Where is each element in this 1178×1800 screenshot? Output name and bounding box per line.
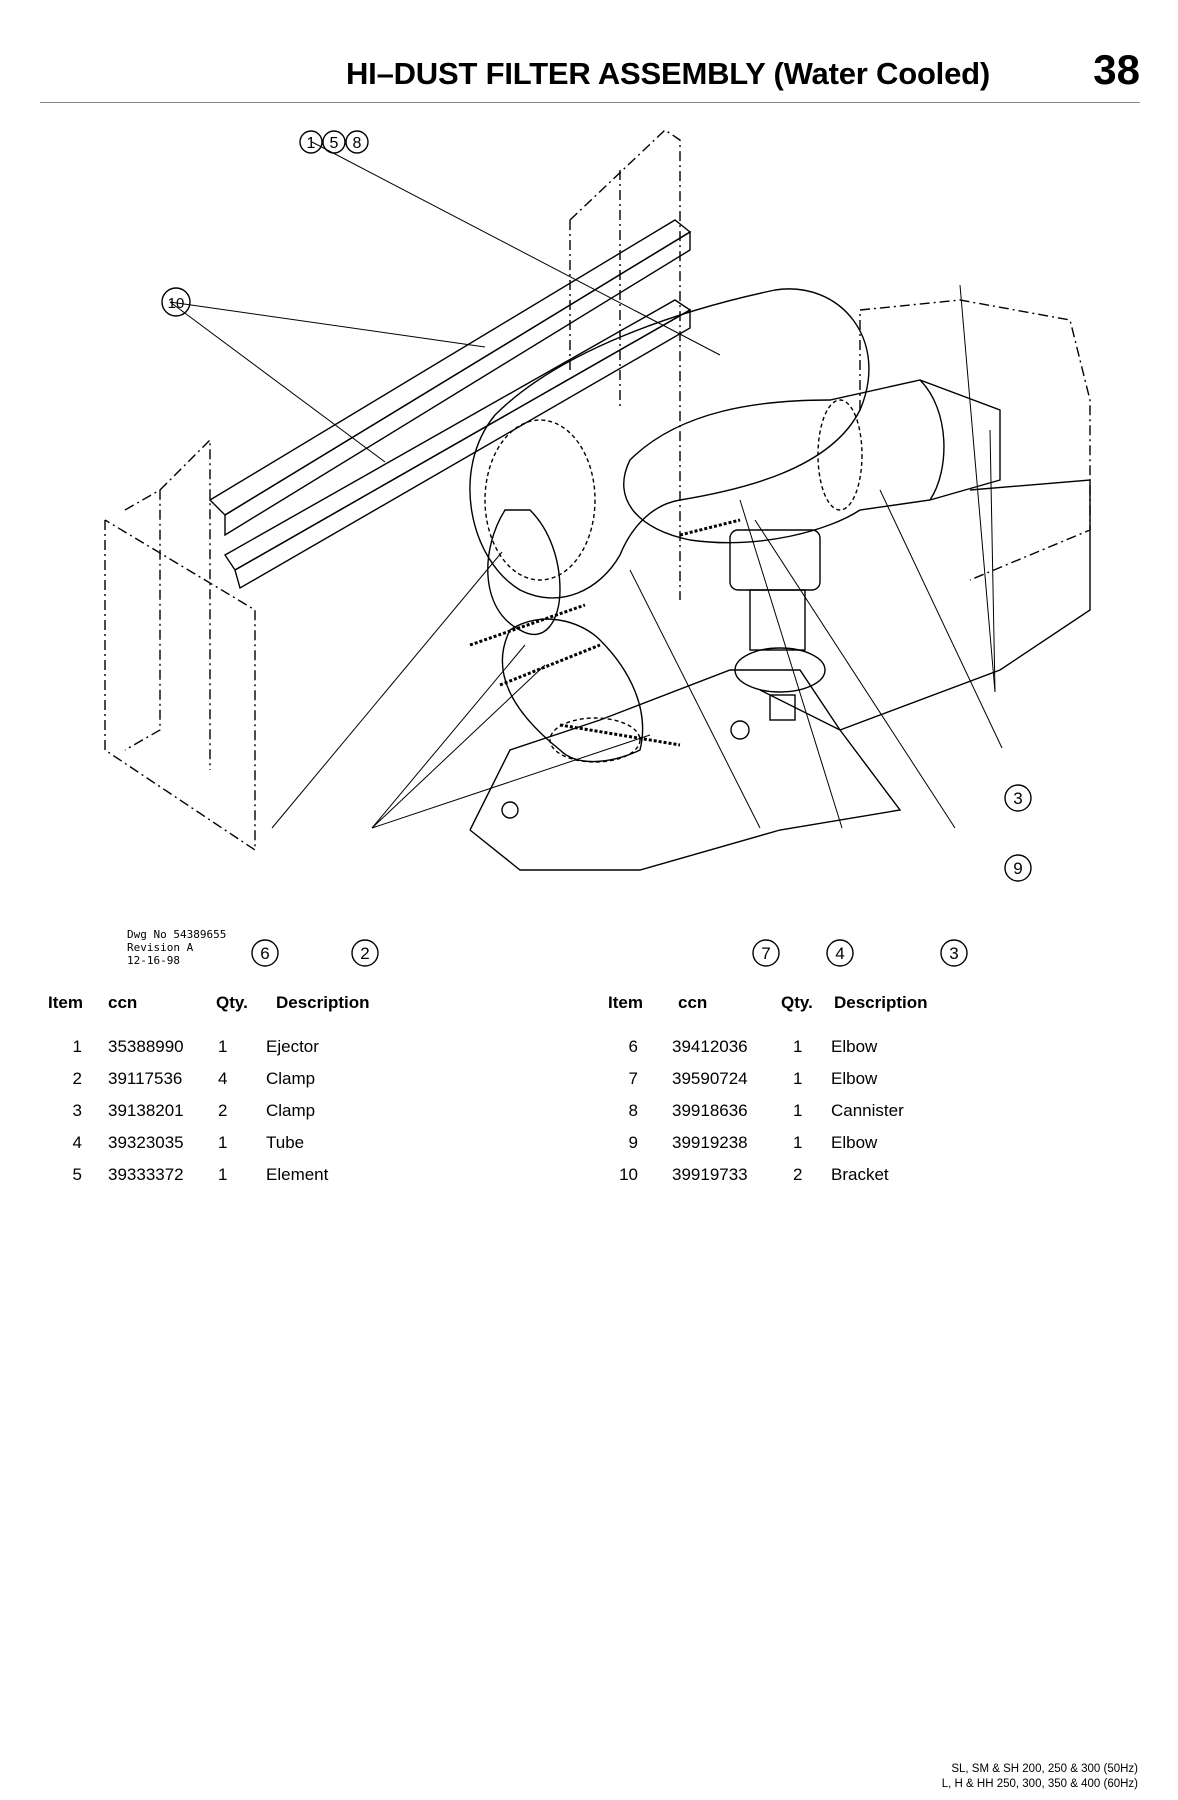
callout-10: 10	[161, 287, 191, 317]
canister	[469, 288, 870, 599]
svg-text:1: 1	[307, 135, 316, 152]
header-qty: Qty.	[216, 993, 248, 1012]
svg-text:6: 6	[260, 944, 269, 963]
callout-1: 1	[299, 130, 323, 154]
callout-5: 5	[322, 130, 346, 154]
header-ccn: ccn	[678, 993, 708, 1012]
right-elbow	[623, 379, 1001, 544]
callout-6: 6	[251, 939, 279, 967]
callout-7: 7	[752, 939, 780, 967]
page-footer: SL, SM & SH 200, 250 & 300 (50Hz) L, H &…	[942, 1762, 1138, 1792]
drawing-date: 12-16-98	[127, 954, 180, 967]
svg-text:9: 9	[1013, 859, 1022, 878]
drawing-revision: Revision A	[127, 941, 194, 954]
callout-2: 2	[351, 939, 379, 967]
svg-text:10: 10	[168, 295, 185, 312]
drawing-number: Dwg No 54389655	[127, 928, 227, 941]
svg-text:3: 3	[949, 944, 958, 963]
table-header: Item ccn Qty. Description	[40, 993, 560, 1037]
svg-text:2: 2	[360, 944, 369, 963]
svg-text:7: 7	[761, 944, 770, 963]
leader-lines	[169, 141, 1003, 829]
footer-models-60hz: L, H & HH 250, 300, 350 & 400 (60Hz)	[941, 1778, 1138, 1790]
right-base	[759, 479, 1091, 731]
svg-text:3: 3	[1013, 789, 1022, 808]
footer-models-50hz: SL, SM & SH 200, 250 & 300 (50Hz)	[951, 1763, 1138, 1775]
header-item: Item	[608, 993, 643, 1012]
page-header: HI–DUST FILTER ASSEMBLY (Water Cooled) 3…	[40, 40, 1140, 103]
svg-text:4: 4	[835, 944, 844, 963]
callout-8: 8	[345, 130, 369, 154]
svg-text:8: 8	[353, 135, 362, 152]
left-panel	[104, 438, 256, 852]
page-number: 38	[1093, 46, 1140, 93]
clamps	[469, 518, 741, 747]
header-description: Description	[276, 993, 370, 1012]
header-item: Item	[48, 993, 83, 1012]
page-title: HI–DUST FILTER ASSEMBLY (Water Cooled)	[345, 56, 990, 91]
header-ccn: ccn	[108, 993, 138, 1012]
right-enclosure	[859, 299, 1091, 581]
callout-9: 9	[1004, 854, 1032, 882]
exploded-assembly-drawing: 1 5 8 10 6 2 7 4 3 3 9	[104, 129, 1091, 967]
back-panel	[569, 129, 681, 600]
header-qty: Qty.	[781, 993, 813, 1012]
svg-text:5: 5	[330, 135, 339, 152]
callout-3-right: 3	[1004, 784, 1032, 812]
ejector	[729, 529, 826, 721]
lower-elbows	[487, 509, 644, 763]
callout-3-bottom: 3	[940, 939, 968, 967]
bracket-rails	[208, 219, 692, 590]
header-description: Description	[834, 993, 928, 1012]
callout-4: 4	[826, 939, 854, 967]
base-housing	[469, 669, 902, 871]
table-header: Item ccn Qty. Description	[600, 993, 1120, 1037]
